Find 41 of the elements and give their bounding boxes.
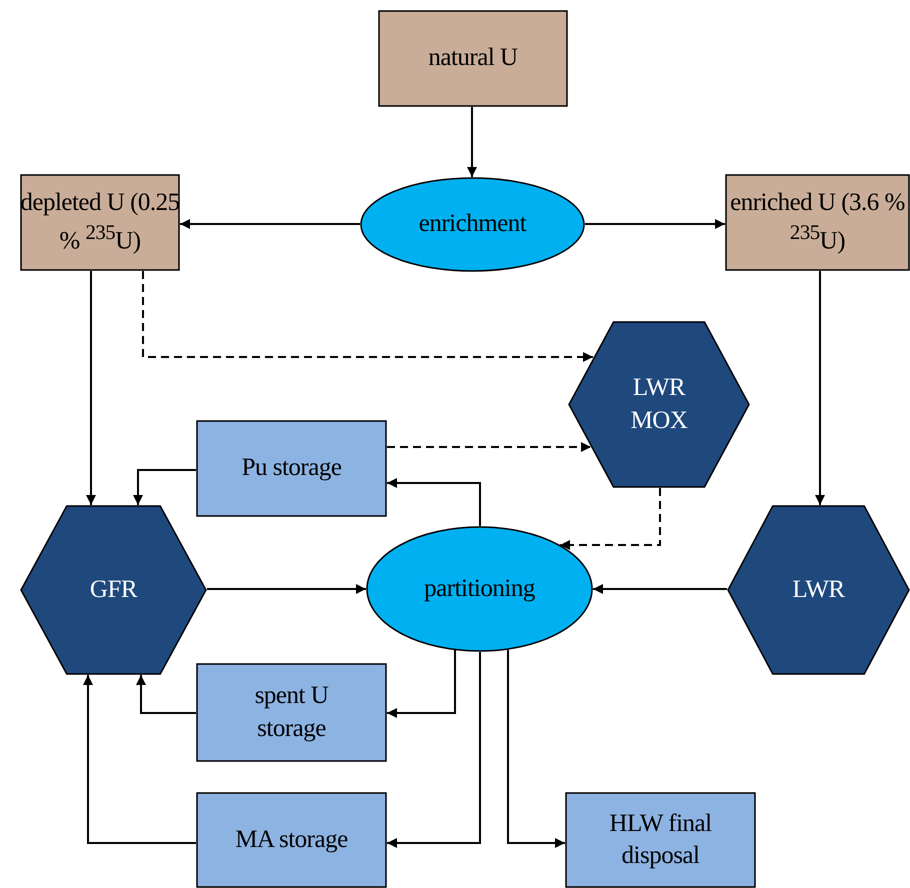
node-label: GFR [90,574,138,605]
node-label: spent U storage [254,681,330,744]
storage-box [196,792,387,888]
node-label: enrichment [418,209,526,240]
material-box [725,174,910,271]
node-label: HLW final disposal [608,808,713,871]
arrow [593,584,727,594]
arrow [133,469,196,505]
node-label: enriched U (3.6 % $^{235}$U) [729,188,906,257]
node-label: partitioning [424,574,535,604]
node-label: natural U [428,43,518,74]
node-label: Pu storage [242,453,342,484]
arrow [180,219,360,229]
arrow [83,675,196,844]
material-box [20,174,180,271]
arrow [585,219,725,229]
arrow [387,478,481,526]
reactor-hexagon [20,505,207,675]
arrow [142,271,593,362]
arrow [387,652,481,848]
node-label: LWR [792,574,845,605]
arrow [136,675,196,714]
node-label: MA storage [235,824,348,855]
storage-box [196,663,387,762]
storage-box [196,420,387,517]
storage-box [565,792,756,888]
reactor-hexagon [568,321,750,488]
arrow [207,584,366,594]
process-ellipse [360,177,585,272]
arrow [467,107,477,177]
arrow [815,271,825,505]
material-box [378,10,568,107]
arrow [560,488,661,550]
reactor-hexagon [727,505,910,675]
arrow [387,442,591,452]
arrow [387,650,456,718]
arrow [86,271,96,505]
arrow [507,650,565,848]
process-ellipse [366,526,593,652]
node-label: LWR MOX [630,373,688,436]
node-label: depleted U (0.25 % $^{235}$U) [20,188,180,257]
